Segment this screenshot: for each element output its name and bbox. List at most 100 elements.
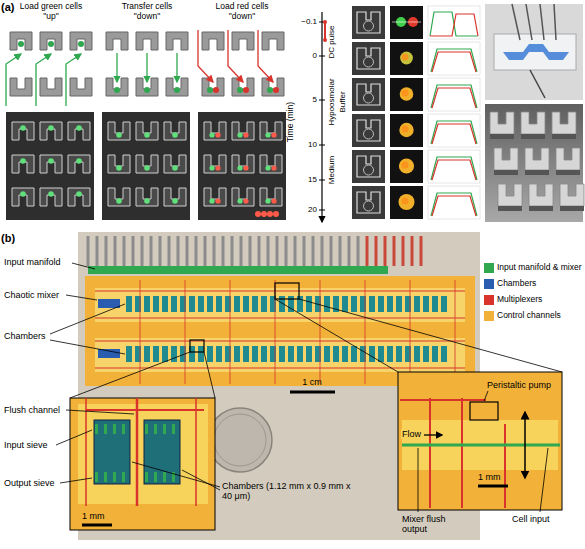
chamber (333, 346, 339, 362)
green-cell (48, 191, 54, 197)
green-cell (172, 165, 178, 171)
tubing (258, 236, 261, 266)
cell-outline (364, 93, 374, 103)
fluorescence-frame (390, 114, 423, 147)
pulse-dot (323, 20, 327, 24)
panel-label: (b) (1, 232, 15, 245)
green-cell (48, 158, 54, 164)
red-profile (432, 196, 476, 216)
chamber (162, 346, 168, 362)
sem-pillar (490, 112, 514, 134)
fluorescence-frame (390, 42, 423, 75)
green-cell (172, 132, 178, 138)
sem-pillar (529, 184, 553, 206)
chamber (216, 346, 222, 362)
chamber (387, 346, 393, 362)
input-sieve (154, 424, 157, 434)
axis-tick (319, 100, 325, 101)
green-cell (265, 198, 270, 203)
trap-cup (10, 78, 32, 96)
tubing (540, 4, 544, 40)
tubing (177, 236, 180, 266)
micro-trap (260, 188, 282, 206)
trap-cup (262, 32, 284, 50)
red-cell (261, 211, 267, 217)
input-sieve (163, 424, 166, 434)
sem-pillar (498, 184, 522, 206)
tubing (330, 236, 333, 266)
multiplexer-line (320, 280, 321, 384)
axis-tick (319, 180, 325, 181)
annotation-label: DC pulse (327, 26, 336, 59)
flow-arrow (258, 30, 273, 82)
fused-cell (399, 158, 414, 173)
annotation-label: Output sieve (4, 478, 68, 488)
green-cell (20, 191, 26, 197)
multiplexer-line (95, 290, 465, 291)
micro-trap (204, 155, 226, 173)
tubing (195, 236, 198, 266)
brightfield-frame (352, 6, 385, 39)
brightfield-frame (352, 78, 385, 111)
legend-text: Control channels (497, 310, 584, 320)
annotation-label: Mixer flush output (402, 514, 460, 535)
input-sieve (145, 424, 148, 434)
green-cell (48, 41, 54, 47)
zoom-box (275, 283, 299, 299)
flow-arrow (146, 53, 147, 82)
flow-arrow (424, 434, 442, 435)
green-cell (76, 158, 82, 164)
annotation-label: Load green cells "up" (15, 2, 87, 22)
flow-arrow (228, 30, 243, 82)
micro-trap (12, 188, 34, 206)
input-sieve (113, 424, 116, 434)
axis-tick (319, 56, 325, 57)
micro-trap (136, 188, 158, 206)
annotation-label: 15 (296, 175, 317, 184)
annotation-label: Flush channel (4, 405, 68, 415)
green-cell (144, 87, 150, 93)
chamber (288, 346, 294, 362)
chamber (414, 346, 420, 362)
micro-trap (164, 188, 186, 206)
tubing (204, 236, 207, 266)
multiplexer-line (455, 280, 456, 384)
inset-left (70, 398, 215, 530)
legend-swatch (484, 295, 494, 305)
output-sieve (163, 472, 166, 482)
annotation-label: −0.1 (296, 17, 317, 26)
cell-outline (364, 129, 374, 139)
leader-line (540, 448, 548, 512)
chamber (351, 296, 357, 312)
chamber (207, 296, 213, 312)
leader-line (66, 295, 97, 300)
green-profile (431, 193, 477, 216)
chamber (441, 346, 447, 362)
annotation-label: Chambers (1.12 mm x 0.9 mm x 40 μm) (222, 481, 362, 502)
micrograph (102, 112, 190, 220)
multiplexer-line (185, 280, 186, 384)
chip-photo (485, 4, 583, 100)
leader-line (60, 478, 92, 483)
multiplexer-line (230, 280, 231, 384)
green-profile (430, 12, 478, 36)
chamber (153, 296, 159, 312)
annotation-label: 20 (296, 205, 317, 214)
leader-line (50, 340, 125, 354)
green-cell (20, 158, 26, 164)
red-cell (243, 165, 248, 170)
tubing (285, 236, 288, 266)
chamber (423, 296, 429, 312)
red-cell (273, 87, 279, 93)
green-cell (144, 165, 150, 171)
micro-trap (68, 155, 90, 173)
chamber (396, 296, 402, 312)
control-line (504, 424, 506, 508)
flow-arrow (176, 53, 177, 82)
green-cell (237, 198, 242, 203)
trap-cup (202, 78, 224, 96)
scale-bar (290, 391, 335, 394)
profile-plot (428, 186, 480, 219)
flow-arrow (524, 445, 526, 478)
